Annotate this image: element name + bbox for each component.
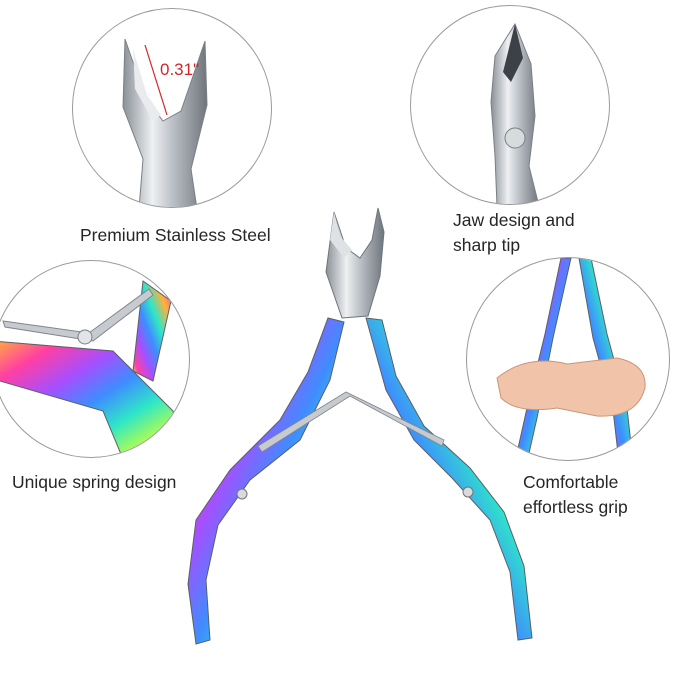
feature-label-line: sharp tip: [453, 235, 521, 255]
feature-label-line: Premium Stainless Steel: [80, 225, 271, 245]
jaw-opening-measurement: 0.31": [160, 60, 200, 79]
feature-label-jaw-design: Jaw design and sharp tip: [453, 208, 575, 258]
sharp-tip-closeup-circle: [410, 5, 610, 205]
spring-closeup-circle: [0, 260, 190, 458]
grip-closeup-circle: [466, 257, 670, 461]
feature-label-line: Jaw design and: [453, 210, 575, 230]
feature-label-line: Unique spring design: [12, 472, 177, 492]
feature-label-line: effortless grip: [523, 497, 628, 517]
feature-label-grip: Comfortable effortless grip: [523, 470, 628, 520]
jaw-closeup-circle: [72, 8, 272, 208]
feature-label-spring-design: Unique spring design: [12, 470, 176, 495]
feature-label-stainless-steel: Premium Stainless Steel: [80, 223, 271, 248]
feature-label-line: Comfortable: [523, 472, 619, 492]
